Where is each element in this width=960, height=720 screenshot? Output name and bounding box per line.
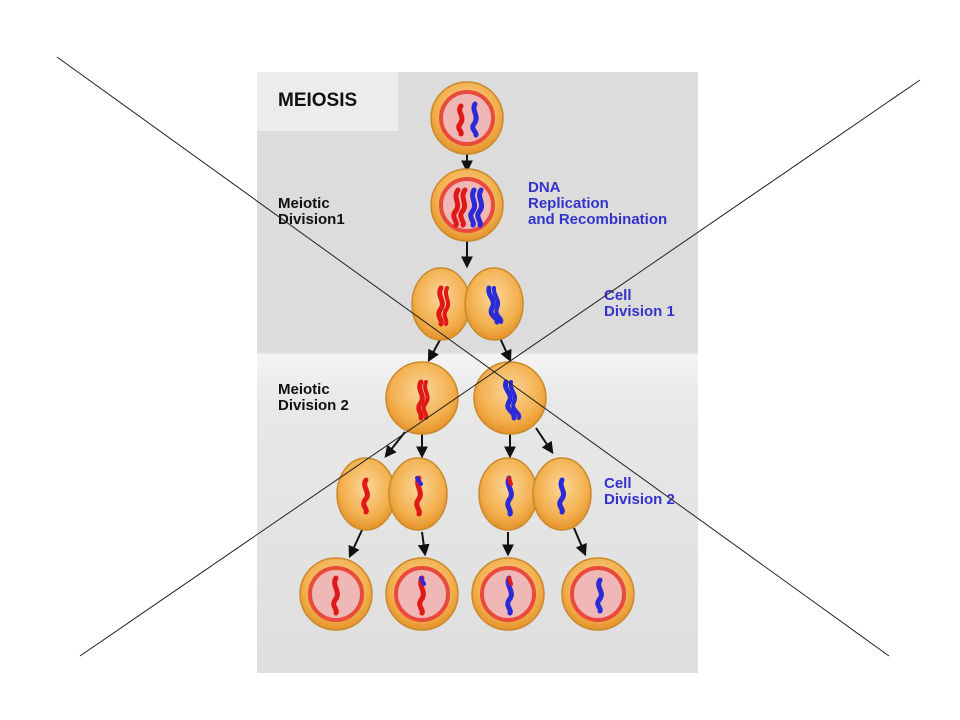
chromosome-blue bbox=[468, 187, 478, 228]
gamete-4 bbox=[561, 557, 635, 631]
chromosome-red bbox=[451, 187, 461, 228]
chromosome-blue bbox=[491, 286, 504, 324]
chromosome-blue bbox=[503, 379, 517, 421]
cross-out-line-2 bbox=[79, 79, 921, 657]
gamete-3 bbox=[471, 557, 545, 631]
chromosome-red bbox=[417, 575, 426, 616]
dividing-cell-1 bbox=[411, 267, 524, 341]
arrows bbox=[348, 154, 587, 559]
label-meiotic-division-1: Meiotic Division1 bbox=[278, 195, 345, 228]
chromosome-red bbox=[442, 286, 451, 326]
chromosome-blue bbox=[557, 477, 567, 515]
chromosome-red-segment bbox=[507, 476, 513, 486]
chromosome-red bbox=[456, 103, 465, 137]
gamete-2 bbox=[385, 557, 459, 631]
label-dna-replication: DNA Replication and Recombination bbox=[528, 179, 668, 228]
chromosome-blue bbox=[486, 285, 500, 325]
label-cell-division-2: Cell Division 2 bbox=[604, 475, 675, 508]
dividing-cell-2-left bbox=[336, 457, 448, 531]
chromosome-blue bbox=[475, 187, 485, 228]
chromosome-red-segment bbox=[507, 576, 513, 586]
chromosome-blue bbox=[505, 575, 514, 616]
cross-out-line-1 bbox=[56, 56, 890, 657]
dividing-cell-2-right bbox=[478, 457, 592, 531]
parent-cell bbox=[430, 81, 504, 155]
label-meiotic-division-2: Meiotic Division 2 bbox=[278, 381, 349, 414]
division-2-cell-left bbox=[385, 361, 459, 435]
chromosome-blue bbox=[508, 380, 522, 420]
chromosome-red bbox=[421, 380, 430, 420]
chromosome-red bbox=[458, 187, 468, 228]
chromosome-red bbox=[414, 475, 423, 517]
division-2-cell-right bbox=[473, 361, 547, 435]
title-box bbox=[257, 72, 398, 131]
chromosome-red bbox=[416, 379, 425, 421]
chromosome-blue bbox=[505, 475, 514, 517]
chromosome-blue bbox=[470, 101, 479, 138]
chromosome-red bbox=[331, 575, 340, 616]
gamete-1 bbox=[299, 557, 373, 631]
chromosome-blue bbox=[595, 577, 604, 614]
diagram-title: MEIOSIS bbox=[278, 90, 358, 111]
chromosome-blue-segment bbox=[415, 476, 423, 486]
chromosome-red bbox=[436, 285, 445, 327]
chromosome-blue-segment bbox=[419, 576, 426, 586]
replicating-cell bbox=[430, 168, 504, 242]
chromosome-red bbox=[361, 477, 370, 515]
